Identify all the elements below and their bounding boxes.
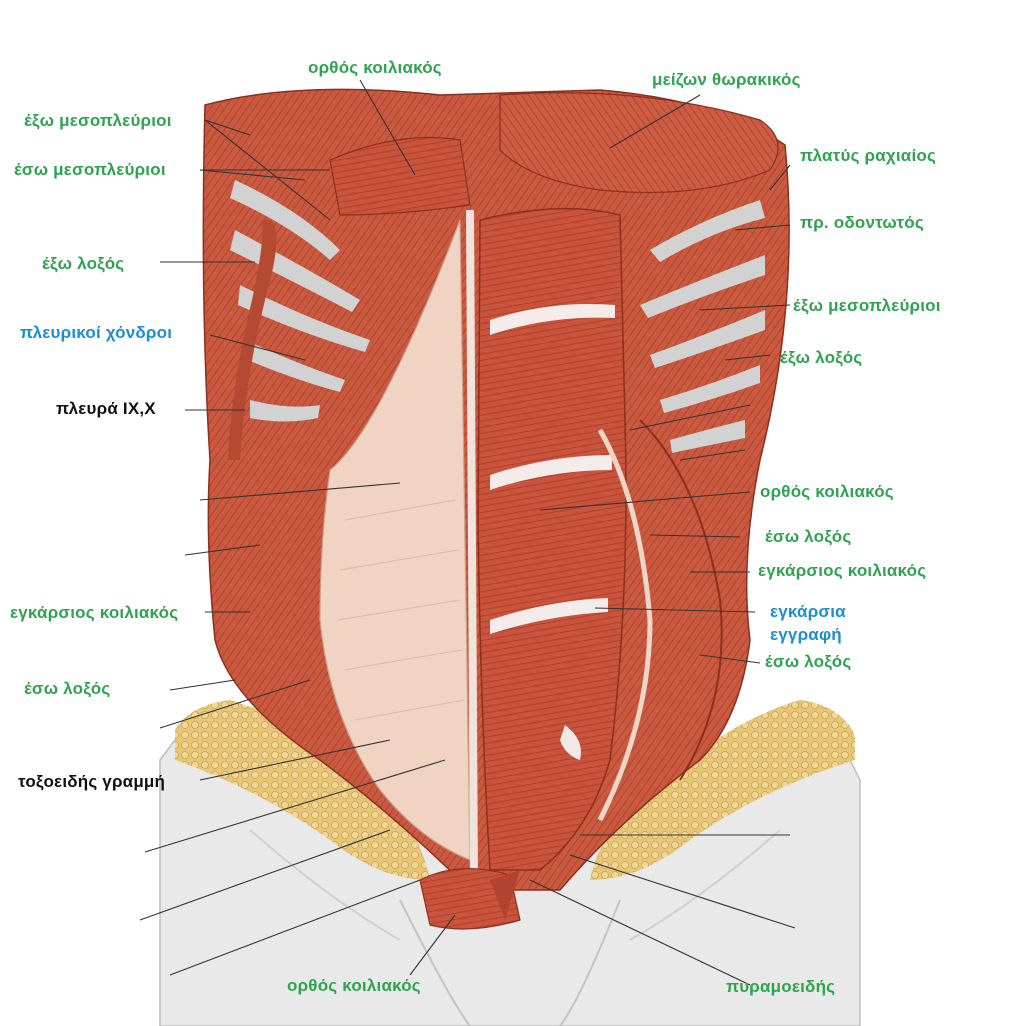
label-tendinous-intersection-2: εγγραφή: [770, 625, 842, 644]
label-external-intercostals-left: έξω μεσοπλεύριοι: [24, 111, 172, 130]
label-external-oblique-left: έξω λοξός: [42, 254, 125, 273]
label-rectus-abdominis-top: ορθός κοιλιακός: [308, 58, 442, 77]
label-external-oblique-right: έξω λοξός: [780, 348, 863, 367]
pyramidalis: [490, 870, 520, 920]
label-internal-oblique-right-lower: έσω λοξός: [765, 652, 852, 671]
label-latissimus-dorsi: πλατύς ραχιαίος: [800, 146, 937, 165]
label-ribs-ix-x: πλευρά IX,X: [56, 399, 156, 418]
tendinous-intersections: [490, 304, 615, 634]
rectus-abdominis: [477, 207, 627, 871]
right-ribs: [640, 200, 765, 453]
label-pectoralis-major: μείζων θωρακικός: [652, 70, 801, 89]
label-rectus-abdominis-right: ορθός κοιλιακός: [760, 482, 894, 501]
transversus-sheath: [319, 219, 471, 861]
label-external-intercostals-right: έξω μεσοπλεύριοι: [793, 296, 941, 315]
linea-alba: [466, 209, 478, 881]
label-pyramidalis: πυραμοειδής: [726, 977, 836, 996]
label-internal-oblique-left: έσω λοξός: [24, 679, 111, 698]
pectoralis-major: [499, 92, 779, 194]
rectus-cut-top: [329, 136, 471, 216]
label-serratus-anterior: πρ. οδοντωτός: [800, 213, 924, 232]
left-oblique-strip: [228, 220, 277, 460]
label-internal-oblique-right: έσω λοξός: [765, 527, 852, 546]
label-transversus-right: εγκάρσιος κοιλιακός: [758, 561, 927, 580]
label-costal-cartilages: πλευρικοί χόνδροι: [20, 323, 173, 342]
label-internal-intercostals: έσω μεσοπλεύριοι: [14, 160, 166, 179]
label-tendinous-intersection-1: εγκάρσια: [770, 602, 846, 621]
fat-left: [175, 700, 430, 880]
label-transversus-left: εγκάρσιος κοιλιακός: [10, 603, 179, 622]
label-arcuate-line: τοξοειδής γραμμή: [18, 772, 166, 791]
label-rectus-abdominis-bottom: ορθός κοιλιακός: [287, 976, 421, 995]
